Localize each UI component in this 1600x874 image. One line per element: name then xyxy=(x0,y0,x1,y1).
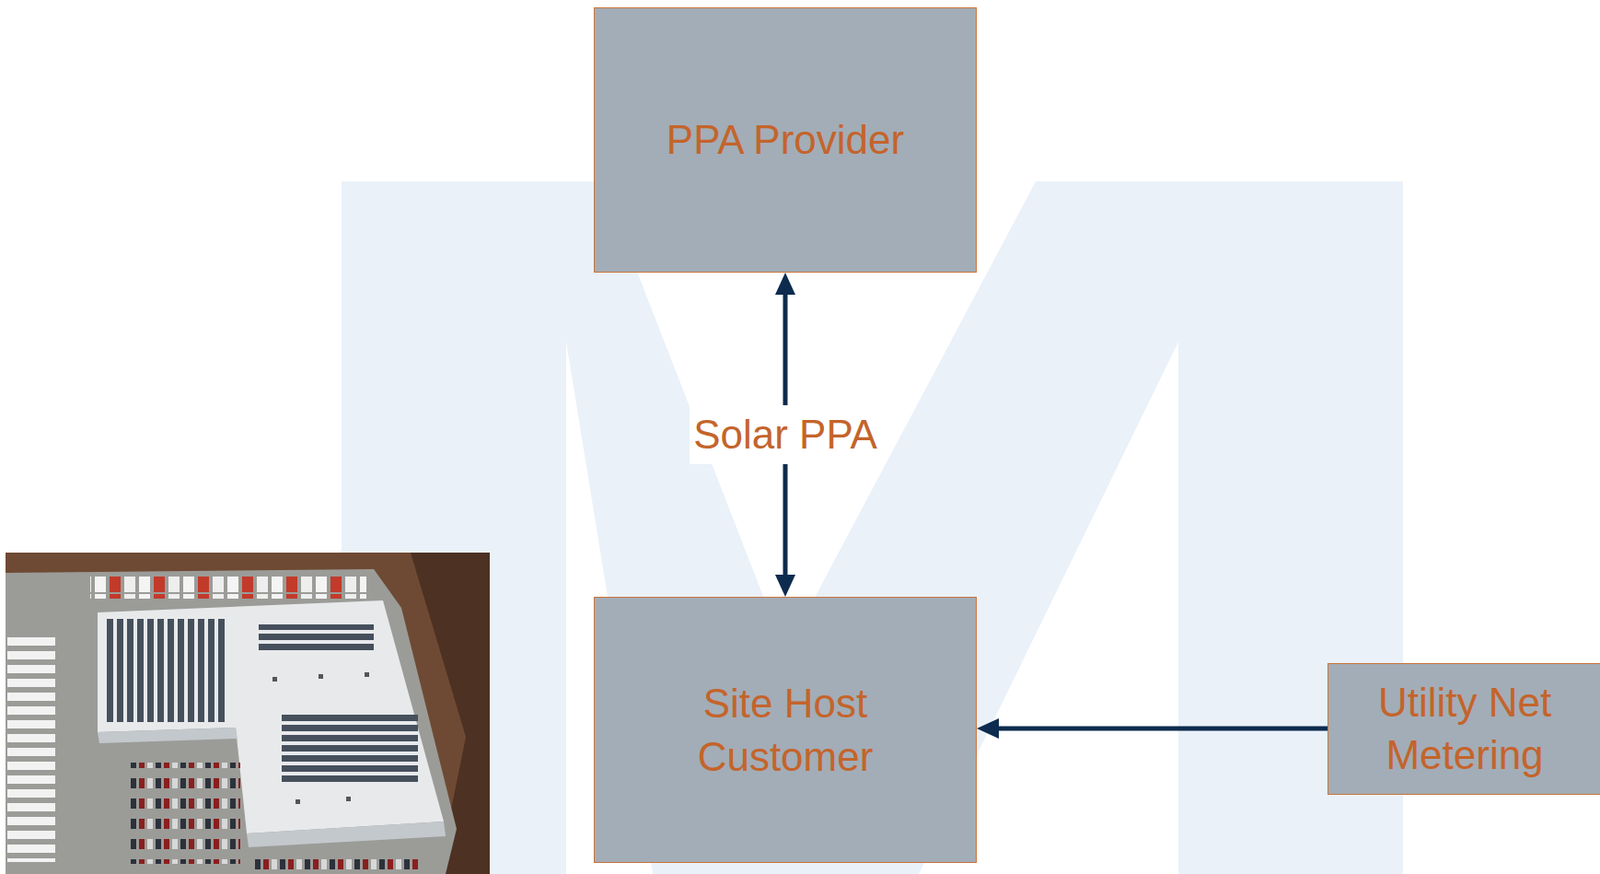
box-label: Site Host Customer xyxy=(647,676,924,782)
aerial-photo xyxy=(5,552,490,874)
arrowhead xyxy=(775,272,796,295)
photo-cars xyxy=(254,852,420,873)
box-label: PPA Provider xyxy=(666,113,905,166)
photo-vent xyxy=(272,676,278,682)
process-box: PPA Provider xyxy=(593,7,977,273)
photo-trailers-left xyxy=(5,631,63,862)
photo-vent xyxy=(295,799,301,804)
photo-trailers-top xyxy=(90,576,367,599)
photo-solar-panels xyxy=(281,710,418,783)
arrowhead xyxy=(775,574,796,597)
photo-solar-panels xyxy=(258,624,374,654)
photo-lot xyxy=(5,568,457,874)
connector-arrow xyxy=(976,718,1328,739)
arrowhead xyxy=(976,718,999,739)
watermark-m xyxy=(341,181,1403,874)
photo-vent xyxy=(318,673,324,679)
process-box: Site Host Customer xyxy=(593,596,977,863)
photo-vent xyxy=(364,672,370,677)
edge-label: Solar PPA xyxy=(689,405,882,465)
photo-ground xyxy=(5,552,490,874)
photo-wall xyxy=(97,727,238,743)
connector-line xyxy=(997,726,1328,731)
photo-vent xyxy=(346,796,351,801)
photo-cars xyxy=(129,762,241,864)
photo-wall xyxy=(246,821,446,847)
process-box: Utility Net Metering xyxy=(1327,662,1600,795)
box-label: Utility Net Metering xyxy=(1340,675,1589,781)
photo-solar-panels xyxy=(106,618,229,722)
